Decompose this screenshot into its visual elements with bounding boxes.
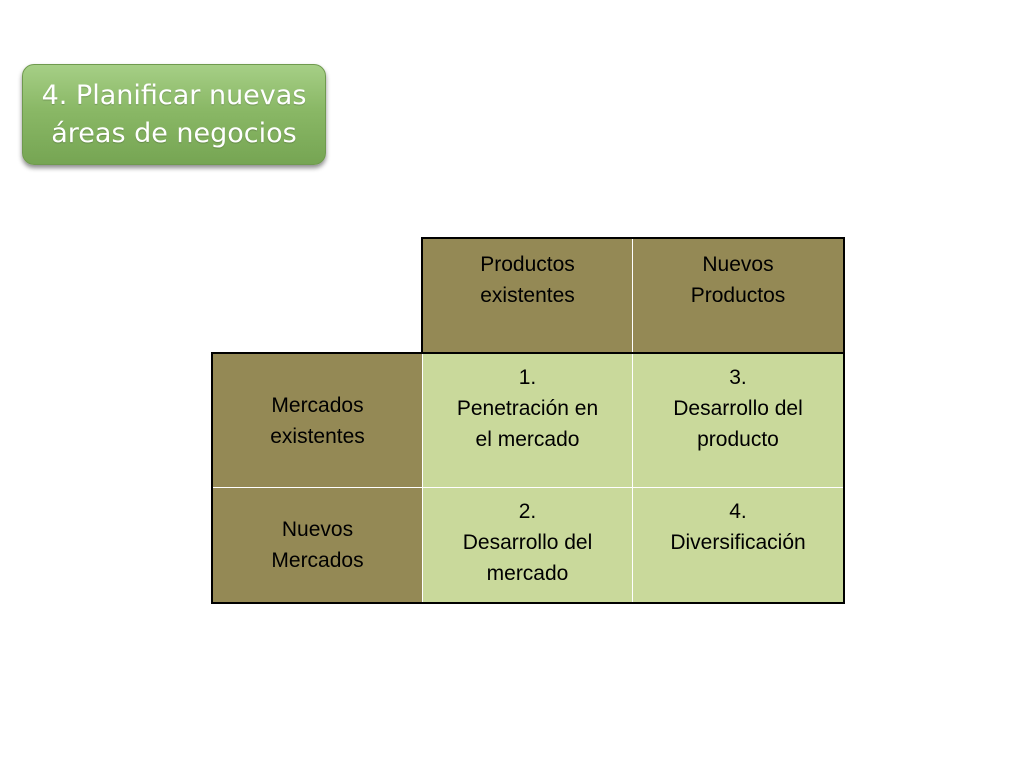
row-header-line: Nuevos <box>281 518 354 541</box>
col-header-line: existentes <box>480 284 575 307</box>
cell-number: 4. <box>729 500 747 523</box>
col-header-line: Nuevos <box>702 253 774 276</box>
cell-number: 1. <box>518 366 537 389</box>
grid-line-vertical <box>422 239 423 602</box>
cell-label-line: Desarrollo del <box>462 531 593 554</box>
slide-title-line-2: áreas de negocios <box>51 117 297 149</box>
col-header-line: Productos <box>690 284 786 307</box>
row-header-new-markets: Nuevos Mercados <box>213 488 422 602</box>
row-header-line: existentes <box>270 424 365 448</box>
col-header-existing-products: Productos existentes <box>423 239 632 353</box>
cell-label-line: el mercado <box>475 428 580 451</box>
col-header-new-products: Nuevos Productos <box>633 239 843 353</box>
cell-label-line: Diversificación <box>670 531 806 554</box>
cell-market-penetration: 1. Penetración en el mercado <box>423 354 632 487</box>
row-header-line: Mercados <box>271 393 364 417</box>
cell-number: 2. <box>518 500 537 523</box>
slide-title-line-1: 4. Planificar nuevas <box>41 79 307 111</box>
cell-market-development: 2. Desarrollo del mercado <box>423 488 632 602</box>
cell-label-line: producto <box>697 428 779 451</box>
cell-product-development: 3. Desarrollo del producto <box>633 354 843 487</box>
grid-line-vertical <box>632 239 633 602</box>
cell-label-line: Penetración en <box>456 397 599 420</box>
cell-diversification: 4. Diversificación <box>633 488 843 602</box>
cell-number: 3. <box>729 366 747 389</box>
cell-label-line: Desarrollo del <box>673 397 803 420</box>
grid-line-horizontal <box>213 487 843 488</box>
row-header-existing-markets: Mercados existentes <box>213 354 422 487</box>
row-header-line: Mercados <box>271 549 364 572</box>
grid-line-horizontal <box>423 353 843 354</box>
slide-title: 4. Planificar nuevas áreas de negocios <box>22 64 326 165</box>
col-header-line: Productos <box>480 253 575 276</box>
cell-label-line: mercado <box>486 562 569 585</box>
